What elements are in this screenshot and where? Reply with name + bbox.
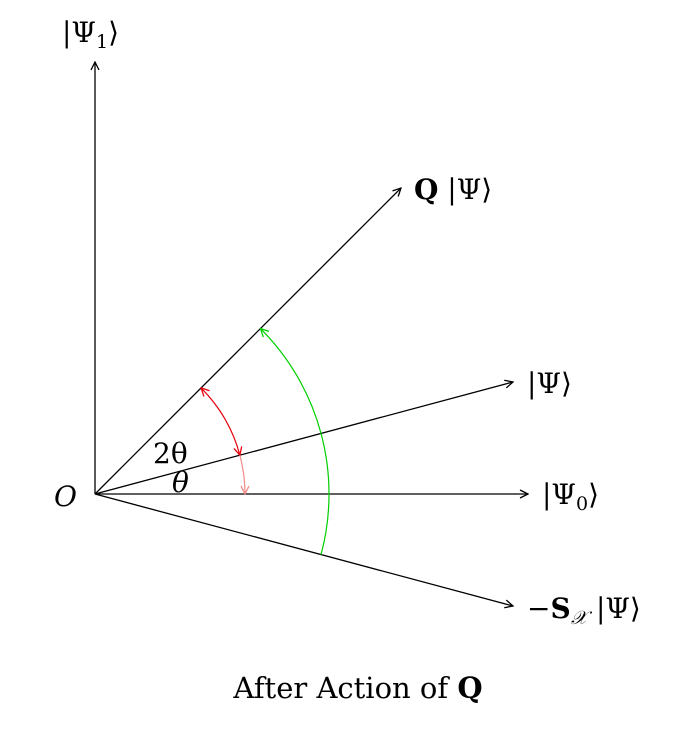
label-neg-s-psi: −S𝒳 |Ψ⟩	[527, 592, 641, 629]
caption: After Action of Q	[232, 671, 482, 705]
red-arc-2theta	[201, 388, 240, 455]
green-arc	[260, 329, 330, 555]
two-theta-label: 2θ	[153, 437, 188, 470]
label-psi: |Ψ⟩	[527, 367, 572, 400]
vector-psi	[94, 382, 513, 495]
origin-label: O	[54, 480, 77, 513]
pink-arc-theta	[239, 455, 245, 494]
label-q-psi: Q |Ψ⟩	[414, 173, 492, 206]
label-psi1: |Ψ1⟩	[62, 16, 119, 53]
theta-label: θ	[172, 466, 189, 499]
vector-q-psi	[94, 188, 401, 495]
label-psi0: |Ψ0⟩	[542, 478, 599, 515]
vector-neg-s-psi	[94, 493, 513, 606]
